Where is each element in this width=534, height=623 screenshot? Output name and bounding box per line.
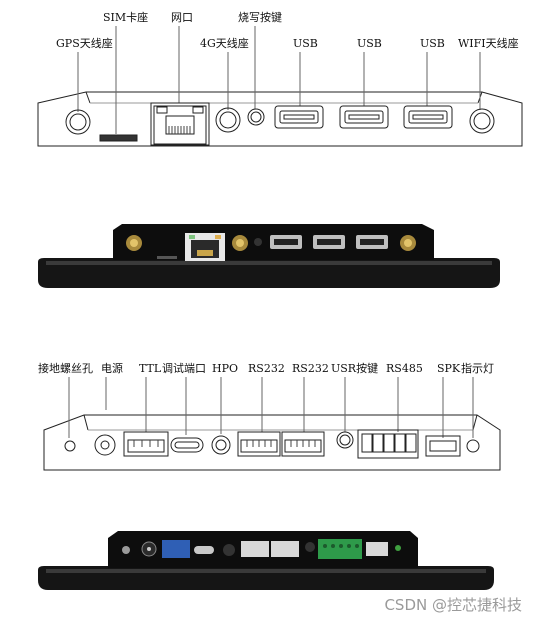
rs232-render-1 <box>241 541 269 557</box>
label-usb-3: USB <box>420 37 445 50</box>
bottom-panel-drawing <box>43 377 501 471</box>
label-rs485: RS485 <box>386 362 423 375</box>
label-wifi-antenna: WIFI天线座 <box>458 37 519 50</box>
rs485-terminal <box>357 429 419 459</box>
antenna-gold-2 <box>232 235 248 251</box>
label-rs232-2: RS232 <box>292 362 329 375</box>
label-rs232-1: RS232 <box>248 362 285 375</box>
label-indicator-light: 指示灯 <box>461 362 494 375</box>
rs232-render-2 <box>271 541 299 557</box>
label-usb-2: USB <box>357 37 382 50</box>
label-usr-button: USR按键 <box>331 362 379 375</box>
usb-port-2 <box>339 105 389 129</box>
label-usb-1: USB <box>293 37 318 50</box>
usb-render-1 <box>270 235 302 249</box>
top-device-render <box>38 224 500 288</box>
4g-antenna-connector <box>215 107 241 133</box>
ground-screw-hole <box>64 440 76 452</box>
power-jack <box>94 434 116 456</box>
label-burn-button: 烧写按键 <box>238 11 282 24</box>
spk-connector <box>425 435 461 457</box>
rs232-connector-2 <box>281 431 325 457</box>
rs485-render <box>318 539 362 559</box>
label-lan-port: 网口 <box>171 11 193 24</box>
usb-render-3 <box>356 235 388 249</box>
button-render <box>254 238 262 246</box>
ttl-render <box>162 540 190 558</box>
label-debug-port: 调试端口 <box>162 362 206 375</box>
hpo-jack <box>211 435 231 455</box>
label-spk: SPK <box>437 362 461 375</box>
label-gps-antenna: GPS天线座 <box>56 37 113 50</box>
usb-port-1 <box>274 105 324 129</box>
hpo-render <box>223 544 235 556</box>
usr-button <box>336 431 354 449</box>
indicator-light <box>466 439 480 453</box>
debug-port-render <box>194 546 214 554</box>
top-panel-drawing <box>37 26 523 147</box>
ttl-connector <box>123 431 169 457</box>
label-ttl: TTL <box>139 362 162 375</box>
lan-port-render <box>185 233 225 261</box>
rs232-connector-1 <box>237 431 281 457</box>
ground-screw-render <box>122 546 130 554</box>
label-ground-screw: 接地螺丝孔 <box>38 362 93 375</box>
power-jack-render <box>141 541 157 557</box>
sim-slot-render <box>157 256 177 259</box>
usb-render-2 <box>313 235 345 249</box>
antenna-gold-1 <box>126 235 142 251</box>
label-4g-antenna: 4G天线座 <box>200 37 249 50</box>
antenna-gold-3 <box>400 235 416 251</box>
usr-button-render <box>305 542 315 552</box>
usb-port-3 <box>403 105 453 129</box>
label-hpo: HPO <box>212 362 239 375</box>
watermark: CSDN @控芯捷科技 <box>384 596 522 614</box>
gps-antenna-connector <box>65 109 91 135</box>
indicator-render <box>395 545 401 551</box>
bottom-device-render <box>38 531 494 590</box>
spk-render <box>366 542 388 556</box>
label-sim-slot: SIM卡座 <box>103 11 149 24</box>
wifi-antenna-connector <box>469 108 495 134</box>
burn-button <box>247 108 265 126</box>
label-power: 电源 <box>101 362 123 375</box>
lan-port <box>150 102 210 146</box>
sim-card-slot <box>99 134 138 142</box>
debug-port <box>170 437 204 453</box>
